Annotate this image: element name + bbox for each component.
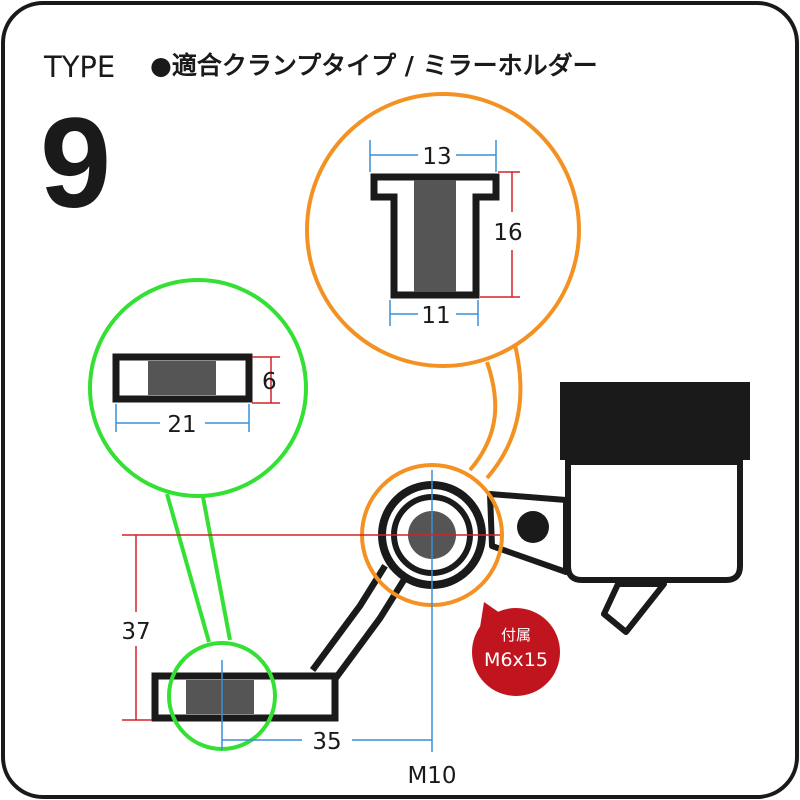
collar-callout: 13 11 16 <box>305 92 581 480</box>
assembly-dimensions: 37 35 M10 <box>121 470 500 789</box>
clamp-bar-core <box>186 680 254 714</box>
clamp-section-core <box>148 361 216 395</box>
collar-callout-leader-right <box>485 344 523 480</box>
clamp-callout: 21 6 <box>88 278 308 643</box>
badge-circle <box>472 608 560 696</box>
vertical-offset-label: 37 <box>121 619 150 645</box>
collar-top-width-label: 13 <box>422 144 451 170</box>
collar-height-label: 16 <box>493 220 522 246</box>
badge-line-2: M6x15 <box>484 649 548 671</box>
collar-callout-leader-left <box>468 361 498 472</box>
collar-section-core <box>414 180 456 292</box>
product-title: ●適合クランプタイプ / ミラーホルダー <box>150 51 598 80</box>
type-number: 9 <box>40 92 111 235</box>
reservoir-outlet <box>601 581 667 635</box>
reservoir-body <box>565 459 743 583</box>
mounting-screw-hole <box>517 511 549 543</box>
arm-fill <box>315 567 403 683</box>
reservoir-cap <box>560 382 750 460</box>
horizontal-offset-label: 35 <box>312 729 341 755</box>
clamp-width-label: 21 <box>167 412 196 438</box>
clamp-height-label: 6 <box>262 369 277 395</box>
thread-size-label: M10 <box>407 763 456 789</box>
collar-bottom-width-label: 11 <box>421 303 450 329</box>
reservoir-cup <box>560 382 750 635</box>
type-label: TYPE <box>43 50 115 84</box>
clamp-callout-leader-left <box>165 493 211 643</box>
included-screw-badge: 付属 M6x15 <box>472 602 560 696</box>
mirror-holder-assembly <box>151 382 750 751</box>
badge-line-1: 付属 <box>501 626 531 644</box>
clamp-callout-leader-right <box>201 496 232 641</box>
